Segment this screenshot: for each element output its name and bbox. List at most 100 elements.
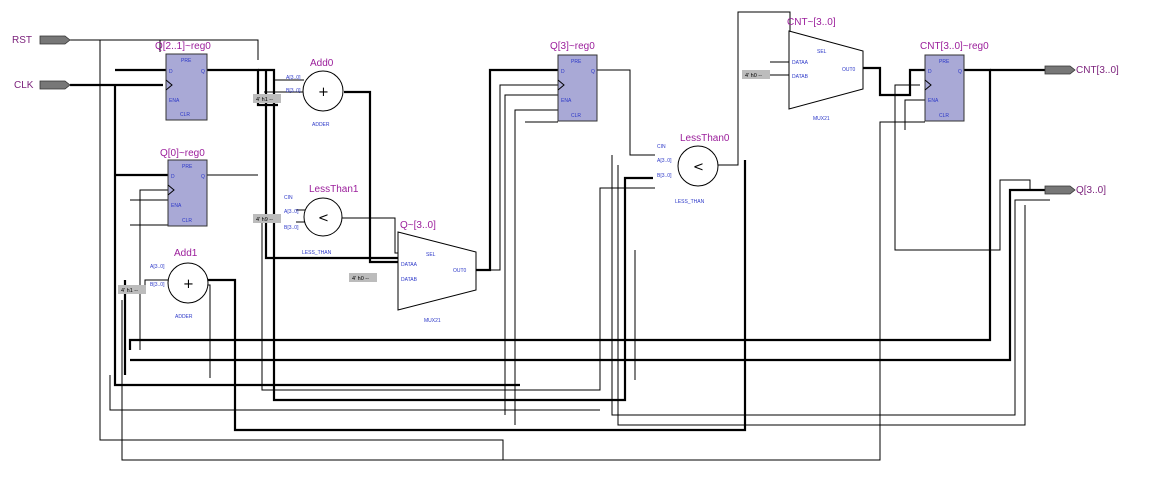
comparator-type: LESS_THAN: [675, 199, 705, 205]
input-port-clk: CLK: [14, 80, 71, 91]
mux-type: MUX21: [424, 318, 441, 324]
port-q: Q: [591, 69, 595, 75]
register-cnt: CNT[3..0]~reg0 PRE D Q ENA CLR: [920, 41, 989, 122]
port-clr: CLR: [180, 112, 190, 118]
const-value: 4' h9 --: [256, 217, 273, 223]
port-out: OUT0: [453, 268, 467, 274]
port-q: Q: [201, 174, 205, 180]
port-d: D: [928, 69, 932, 75]
port-sel: SEL: [817, 49, 827, 55]
port-pre: PRE: [182, 164, 193, 170]
register-body: [167, 159, 208, 227]
plus-icon: +: [318, 85, 329, 100]
input-pin-icon: [39, 80, 71, 90]
const-value: 4' h0 --: [745, 73, 762, 79]
mux-body: [397, 231, 477, 311]
port-pre: PRE: [571, 59, 582, 65]
register-body: [557, 54, 598, 122]
port-ena: ENA: [169, 98, 180, 104]
output-port-q: Q[3..0]: [1044, 185, 1106, 196]
register-q0: Q[0]~reg0 PRE D Q ENA CLR: [160, 148, 208, 227]
comparator-title: LessThan0: [680, 133, 730, 144]
port-q: Q: [201, 69, 205, 75]
port-out: OUT0: [842, 67, 856, 73]
const-box: [253, 214, 281, 223]
less-than-icon: <: [318, 211, 329, 226]
output-pin-icon: [1044, 185, 1076, 195]
clock-triangle-icon: [167, 184, 175, 196]
comparator-type: LESS_THAN: [302, 250, 332, 256]
port-cin: CIN: [657, 144, 666, 150]
port-q: Q: [958, 69, 962, 75]
adder-add0: Add0 + A[3..0] B[3..0] ADDER 4' h1 --: [253, 58, 344, 128]
port-b: B[3..0]: [284, 225, 299, 231]
adder-type: ADDER: [312, 122, 330, 128]
clock-triangle-icon: [165, 79, 173, 91]
less-than-icon: <: [693, 160, 704, 175]
comparator-title: LessThan1: [309, 184, 359, 195]
register-title: Q[3]~reg0: [550, 41, 595, 52]
clock-triangle-icon: [557, 79, 565, 91]
port-a: A[3..0]: [284, 209, 299, 215]
port-datab: DATAB: [401, 277, 418, 283]
port-cin: CIN: [284, 195, 293, 201]
port-b: B[3..0]: [150, 282, 165, 288]
mux-title: CNT~[3..0]: [787, 17, 836, 28]
comparator-lessthan1: LessThan1 < CIN A[3..0] B[3..0] LESS_THA…: [253, 184, 359, 256]
port-sel: SEL: [426, 252, 436, 258]
adder-title: Add0: [310, 58, 334, 69]
port-clr: CLR: [939, 113, 949, 119]
plus-icon: +: [183, 277, 194, 292]
const-box: [349, 273, 377, 282]
output-pin-icon: [1044, 65, 1076, 75]
comparator-lessthan0: LessThan0 < CIN A[3..0] B[3..0] LESS_THA…: [657, 133, 730, 205]
adder-type: ADDER: [175, 314, 193, 320]
const-value: 4' h1 --: [121, 288, 138, 294]
const-value: 4' h1 --: [256, 97, 273, 103]
input-label-clk: CLK: [14, 80, 34, 91]
adder-title: Add1: [174, 248, 198, 259]
adder-body: [302, 70, 344, 112]
input-port-rst: RST: [12, 35, 71, 46]
comparator-body: [677, 145, 719, 187]
port-datab: DATAB: [792, 74, 809, 80]
port-b: B[3..0]: [286, 88, 301, 94]
port-ena: ENA: [561, 98, 572, 104]
adder-body: [167, 262, 209, 304]
register-body: [165, 53, 208, 121]
input-pin-icon: [39, 35, 71, 45]
const-value: 4' h0 --: [352, 276, 369, 282]
output-label-q: Q[3..0]: [1076, 185, 1106, 196]
port-clr: CLR: [182, 218, 192, 224]
port-dataa: DATAA: [401, 262, 418, 268]
register-title: Q[0]~reg0: [160, 148, 205, 159]
port-ena: ENA: [171, 203, 182, 209]
port-a: A[3..0]: [657, 158, 672, 164]
const-box: [742, 70, 770, 79]
mux-title: Q~[3..0]: [400, 220, 436, 231]
register-q21: Q[2..1]~reg0 PRE D Q ENA CLR: [155, 41, 211, 121]
mux-q: Q~[3..0] SEL DATAA DATAB OUT0 MUX21 4' h…: [349, 220, 477, 324]
register-q3: Q[3]~reg0 PRE D Q ENA CLR: [550, 41, 598, 122]
comparator-body: [303, 197, 343, 237]
mux-type: MUX21: [813, 116, 830, 122]
port-d: D: [561, 69, 565, 75]
register-title: Q[2..1]~reg0: [155, 41, 211, 52]
port-pre: PRE: [939, 59, 950, 65]
output-port-cnt: CNT[3..0]: [1044, 65, 1119, 76]
input-label-rst: RST: [12, 35, 32, 46]
port-d: D: [169, 69, 173, 75]
port-dataa: DATAA: [792, 60, 809, 66]
port-clr: CLR: [571, 113, 581, 119]
mux-body: [788, 30, 864, 110]
const-box: [118, 285, 146, 294]
register-title: CNT[3..0]~reg0: [920, 41, 989, 52]
port-d: D: [171, 174, 175, 180]
wires: [70, 11, 1050, 461]
output-label-cnt: CNT[3..0]: [1076, 65, 1119, 76]
register-body: [924, 54, 965, 122]
clock-triangle-icon: [924, 79, 932, 91]
mux-cnt: CNT~[3..0] SEL DATAA DATAB OUT0 MUX21 4'…: [742, 17, 864, 122]
port-a: A[3..0]: [150, 264, 165, 270]
